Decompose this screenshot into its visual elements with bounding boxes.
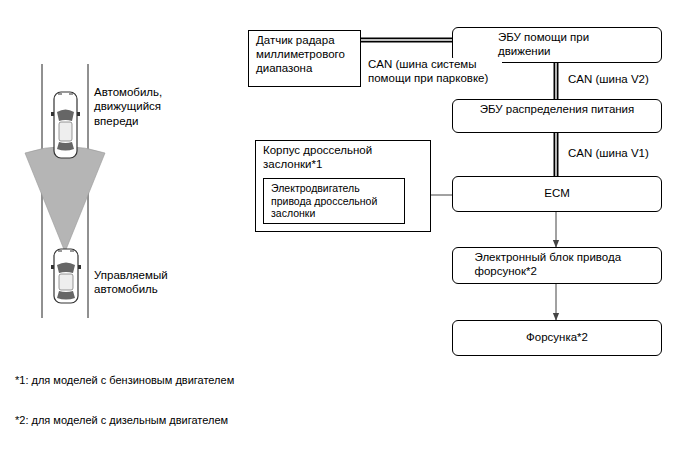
bus-outer: [361, 38, 452, 43]
sensor-box: Датчик радара миллиметрового диапазона: [248, 30, 361, 87]
node-text: ЭБУ распределения питания: [480, 103, 635, 117]
footnote: *2: для моделей с дизельным двигателем: [15, 414, 415, 428]
node-text: Корпус дроссельной заслонки*1: [263, 144, 413, 172]
bus-label: CAN (шина V1): [566, 147, 651, 161]
bus-outer: [554, 63, 559, 99]
car-label: Управляемый автомобиль: [94, 268, 204, 297]
radar-cone: [25, 147, 105, 253]
injector-box: Форсунка*2: [452, 320, 662, 356]
housing-box: Корпус дроссельной заслонки*1Электродвиг…: [255, 140, 431, 232]
node-text: Электронный блок привода форсунок*2: [475, 251, 640, 279]
node-text: ECM: [544, 187, 570, 201]
node-text: Форсунка*2: [526, 331, 588, 345]
can-bus-line: [556, 63, 557, 99]
node-text: ЭБУ помощи при движении: [498, 31, 616, 59]
bus-label: CAN (шина системы помощи при парковке): [366, 58, 502, 86]
own-car: [51, 249, 81, 303]
can-bus-line: [556, 133, 557, 176]
bus-gap: [555, 133, 556, 176]
bus-gap: [361, 39, 452, 40]
node-text: Датчик радара миллиметрового диапазона: [256, 34, 353, 75]
driver-box: Электронный блок привода форсунок*2: [452, 247, 662, 284]
bus-label: CAN (шина V2): [566, 73, 651, 87]
bus-outer: [554, 133, 559, 176]
car-label: Автомобиль, движущийся впереди: [94, 85, 204, 128]
footnote: *1: для моделей с бензиновым двигателем: [15, 374, 415, 388]
node-text: Электродвигатель привода дроссельной зас…: [271, 182, 397, 220]
ecu-box: ЭБУ распределения питания: [452, 99, 662, 133]
motor-box: Электродвигатель привода дроссельной зас…: [263, 178, 405, 224]
signal-arrow: [556, 212, 557, 247]
arrow-line: [556, 284, 557, 320]
car-ahead: [51, 92, 80, 158]
arrow-line: [556, 212, 557, 247]
can-bus-line: [361, 40, 452, 41]
ecm-box: ECM: [452, 176, 662, 212]
bus-gap: [555, 63, 556, 99]
signal-arrow: [556, 284, 557, 320]
